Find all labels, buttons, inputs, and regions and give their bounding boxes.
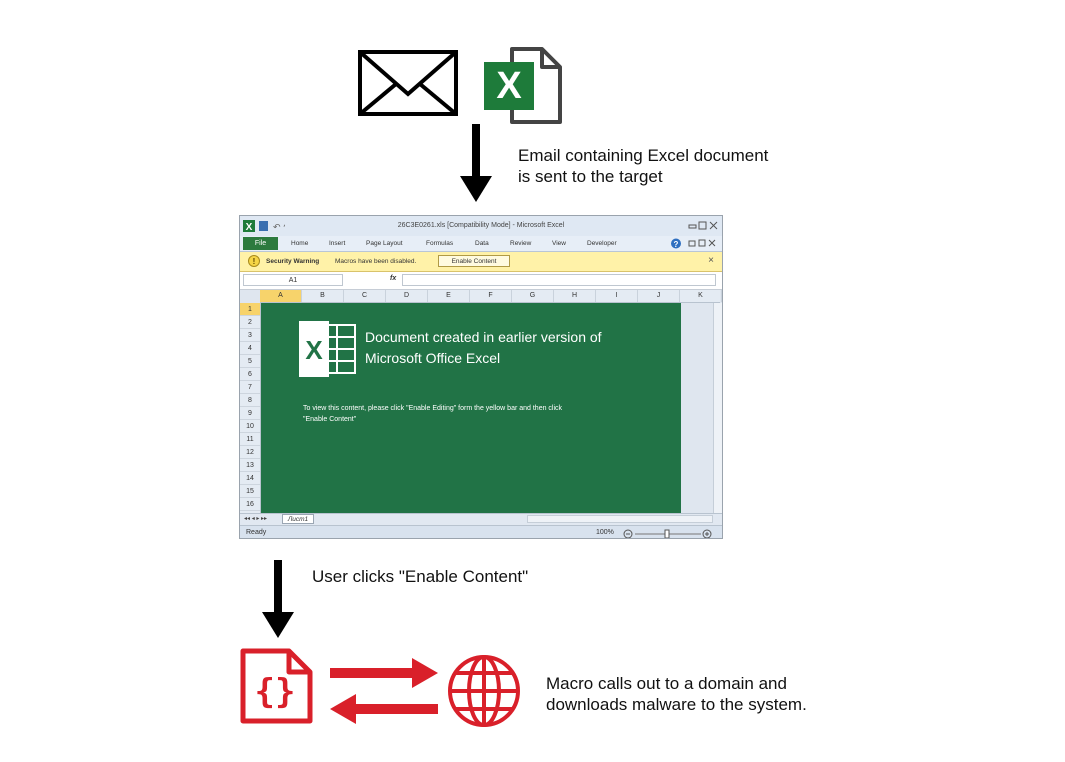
row-header[interactable]: 2 — [240, 316, 260, 329]
excel-titlebar: X ↶ ↷ 26C3E0261.xls [Compatibility Mode]… — [240, 216, 722, 236]
excel-logo-icon: X — [299, 321, 356, 377]
envelope-icon — [358, 50, 458, 116]
zoom-level[interactable]: 100% — [596, 529, 614, 536]
status-text: Ready — [246, 529, 267, 536]
column-header[interactable]: A — [260, 290, 302, 302]
svg-text:↶ ↷: ↶ ↷ — [273, 223, 285, 232]
warning-icon: ! — [248, 255, 260, 267]
column-header[interactable]: J — [638, 290, 680, 302]
column-header[interactable]: G — [512, 290, 554, 302]
ribbon-controls[interactable]: ? — [648, 238, 718, 249]
sheet-tab[interactable]: Лист1 — [282, 514, 314, 524]
caption-macro-line1: Macro calls out to a domain and — [546, 674, 787, 693]
excel-logo-letter: X — [305, 335, 323, 365]
caption-macro: Macro calls out to a domain and download… — [546, 673, 807, 715]
tab-review[interactable]: Review — [510, 240, 532, 247]
tab-developer[interactable]: Developer — [587, 240, 617, 247]
column-header[interactable]: C — [344, 290, 386, 302]
column-header[interactable]: D — [386, 290, 428, 302]
lure-instructions-line1: To view this content, please click "Enab… — [303, 405, 563, 412]
caption-email-line1: Email containing Excel document — [518, 146, 769, 165]
tab-formulas[interactable]: Formulas — [426, 240, 454, 247]
lure-image: X Document created in earlier version of… — [261, 303, 681, 513]
horizontal-scrollbar[interactable] — [527, 515, 713, 523]
caption-enable-content: User clicks "Enable Content" — [312, 567, 529, 586]
column-header[interactable]: I — [596, 290, 638, 302]
globe-icon — [448, 655, 520, 727]
status-bar: Ready 100% — [240, 525, 722, 539]
sheet-nav-icon[interactable]: ◂◂ ◂ ▸ ▸▸ — [244, 516, 268, 522]
row-header[interactable]: 3 — [240, 329, 260, 342]
column-header[interactable]: F — [470, 290, 512, 302]
row-header[interactable]: 6 — [240, 368, 260, 381]
security-warning-message: Macros have been disabled. — [335, 258, 417, 265]
row-header[interactable]: 13 — [240, 459, 260, 472]
row-header[interactable]: 12 — [240, 446, 260, 459]
excel-window-title: 26C3E0261.xls [Compatibility Mode] - Mic… — [397, 222, 565, 229]
caption-macro-line2: downloads malware to the system. — [546, 695, 807, 714]
svg-text:?: ? — [674, 240, 679, 249]
tab-insert[interactable]: Insert — [329, 240, 346, 247]
svg-text:X: X — [246, 222, 253, 232]
down-arrow-2 — [262, 560, 294, 638]
row-header[interactable]: 8 — [240, 394, 260, 407]
column-header[interactable]: H — [554, 290, 596, 302]
column-header[interactable]: K — [680, 290, 722, 302]
security-warning-bar: ! Security Warning Macros have been disa… — [240, 252, 722, 272]
sheet-tab-bar: ◂◂ ◂ ▸ ▸▸ Лист1 — [240, 513, 722, 525]
security-warning-label: Security Warning — [266, 258, 320, 265]
row-header[interactable]: 4 — [240, 342, 260, 355]
row-header[interactable]: 11 — [240, 433, 260, 446]
down-arrow-1 — [460, 124, 492, 202]
column-header[interactable]: B — [302, 290, 344, 302]
tab-home[interactable]: Home — [291, 240, 309, 247]
row-header[interactable]: 10 — [240, 420, 260, 433]
lure-heading-line1: Document created in earlier version of — [365, 329, 602, 345]
svg-text:{}: {} — [255, 672, 296, 712]
lure-instructions: To view this content, please click "Enab… — [303, 403, 562, 425]
script-file-icon: {} — [240, 648, 313, 724]
caption-email: Email containing Excel document is sent … — [518, 145, 768, 187]
row-header[interactable]: 5 — [240, 355, 260, 368]
row-header[interactable]: 7 — [240, 381, 260, 394]
svg-text:X: X — [496, 65, 522, 107]
function-icon[interactable]: fx — [390, 275, 397, 282]
lure-instructions-line2: "Enable Content" — [303, 416, 357, 423]
file-tab[interactable]: File — [243, 237, 278, 250]
tab-view[interactable]: View — [552, 240, 566, 247]
formula-bar: A1 fx — [240, 272, 722, 290]
exchange-arrows-icon — [330, 658, 438, 724]
row-header[interactable]: 15 — [240, 485, 260, 498]
row-header[interactable]: 1 — [240, 303, 260, 316]
tab-data[interactable]: Data — [475, 240, 489, 247]
zoom-slider[interactable] — [623, 529, 713, 539]
quick-access-toolbar: X ↶ ↷ — [243, 220, 285, 232]
close-warning-icon[interactable]: × — [708, 255, 714, 266]
window-controls[interactable] — [688, 221, 718, 231]
tab-page-layout[interactable]: Page Layout — [366, 240, 403, 247]
row-header[interactable]: 14 — [240, 472, 260, 485]
row-header[interactable]: 9 — [240, 407, 260, 420]
vertical-scrollbar[interactable] — [713, 303, 722, 513]
lure-heading-line2: Microsoft Office Excel — [365, 350, 501, 366]
row-header[interactable]: 16 — [240, 498, 260, 511]
formula-input[interactable] — [402, 274, 716, 286]
caption-email-line2: is sent to the target — [518, 167, 663, 186]
excel-ribbon-tabs: File Home Insert Page Layout Formulas Da… — [240, 236, 722, 252]
enable-content-button[interactable]: Enable Content — [438, 255, 510, 267]
lure-heading: Document created in earlier version of M… — [365, 327, 602, 369]
excel-window: X ↶ ↷ 26C3E0261.xls [Compatibility Mode]… — [239, 215, 723, 539]
excel-file-icon: X — [484, 47, 562, 124]
name-box[interactable]: A1 — [243, 274, 343, 286]
column-header[interactable]: E — [428, 290, 470, 302]
